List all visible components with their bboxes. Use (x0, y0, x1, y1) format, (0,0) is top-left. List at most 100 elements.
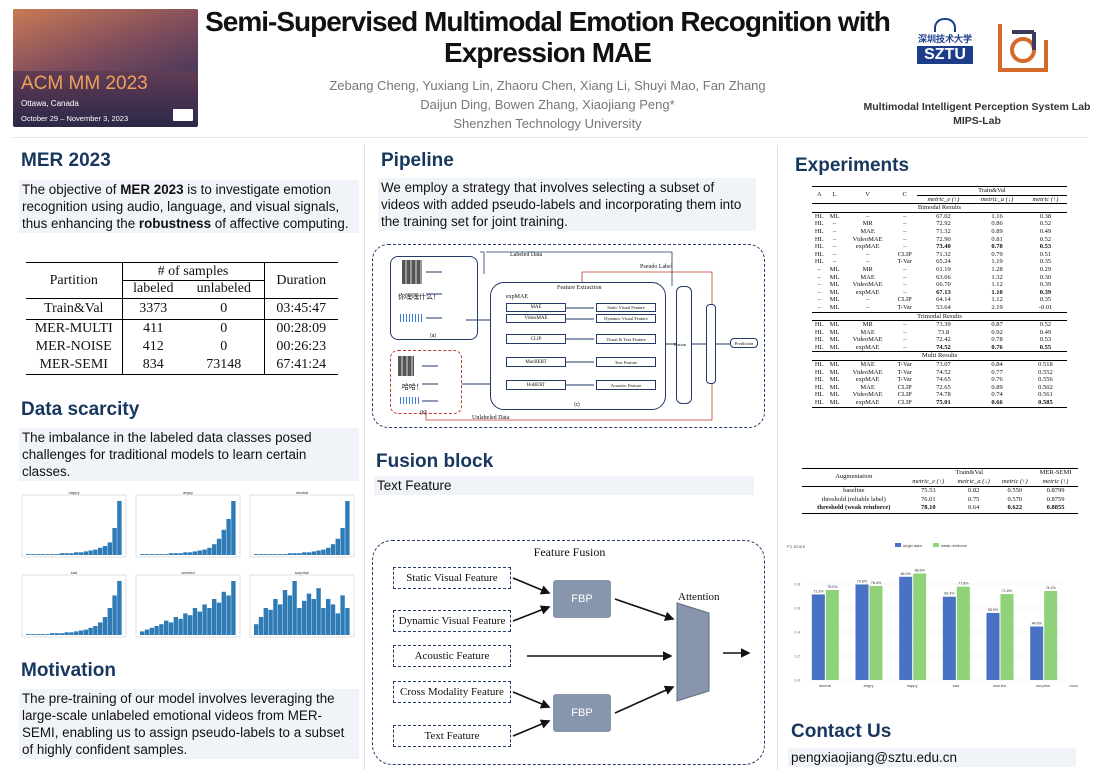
table-cell: ML (829, 288, 840, 296)
results-table-wrap: A L V C Train&Val metric_e (↑) metric_a … (812, 186, 1067, 408)
th-aug-trainval: Train&Val (955, 469, 984, 476)
table-cell: HL (814, 361, 824, 369)
affiliation: Shenzhen Technology University (453, 116, 642, 131)
table-cell: ML (829, 336, 840, 344)
histogram-bar (292, 553, 297, 555)
table-cell: 75.53 (920, 487, 936, 494)
university-logo-cn: 深圳技术大学 (917, 34, 972, 44)
histogram-bar (59, 553, 64, 555)
mips-lab-logo-icon (992, 18, 1054, 78)
table-cell: – (903, 243, 907, 251)
fbp-block-top: FBP (553, 580, 611, 618)
histogram-bar (340, 595, 345, 635)
header-divider (13, 137, 1088, 138)
table-cell: 65.24 (936, 258, 951, 266)
table-cell: CLIP (897, 399, 912, 407)
contact-email[interactable]: pengxiaojiang@sztu.edu.cn (788, 748, 1076, 767)
histogram-bar (297, 553, 302, 555)
mer-text-1: The objective of (22, 182, 121, 197)
video-frames-icon (402, 260, 422, 284)
histogram-bar (35, 634, 40, 635)
table-cell: HL (814, 376, 824, 384)
poster-title-line2: Expression MAE (444, 37, 652, 68)
table-cell: 0.561 (1038, 391, 1053, 399)
y-axis-label: F1 Score (787, 544, 806, 549)
histogram-bar (345, 501, 350, 555)
histogram-bar (78, 630, 84, 635)
histogram-bar (173, 553, 178, 555)
histogram-bar (102, 546, 108, 555)
table-cell: ML (829, 361, 840, 369)
histogram-bar (64, 632, 69, 635)
table-cell: ML (829, 265, 840, 273)
histogram-bar (302, 552, 307, 555)
table-cell: – (903, 227, 907, 235)
histogram-bar (335, 613, 340, 635)
table-cell: T-Var (897, 361, 912, 369)
histogram-title: surprise (295, 570, 310, 575)
encoder-mae: MAE (506, 303, 566, 312)
histogram-bar (212, 544, 217, 555)
table-cell: 0.52 (1039, 235, 1052, 243)
histogram-bar (50, 633, 55, 635)
bar-angry-0 (855, 584, 869, 680)
table-cell: 73.39 (936, 321, 951, 329)
pipeline-arrows (422, 251, 730, 421)
section-header-row: Trimodal Results (812, 312, 1067, 321)
lab-short: MIPS-Lab (953, 115, 1001, 127)
fbp-block-bottom: FBP (553, 694, 611, 732)
mer-text-3: of affective computing. (211, 216, 349, 231)
histogram-bar (178, 553, 183, 555)
table-cell: – (866, 212, 870, 220)
histogram-bar (282, 590, 288, 635)
histogram-title: sad (71, 570, 77, 575)
table-cell: HL (814, 235, 824, 243)
histogram-bar (83, 551, 88, 555)
histogram-bar (226, 519, 231, 555)
table-cell: VideoMAE (852, 391, 883, 399)
feature-extraction-panel (490, 282, 666, 410)
augmentation-table: Augmentation Train&Val MER-SEMI metric_e… (802, 468, 1078, 514)
table-cell: ML (829, 376, 840, 384)
histogram-bar (107, 608, 112, 635)
histogram-bar (50, 554, 55, 555)
histogram-bar (64, 553, 69, 555)
histogram-bar (216, 602, 222, 635)
table-cell: 76.01 (920, 495, 936, 503)
motivation-description: The pre-training of our model involves l… (19, 689, 359, 759)
table-cell: 0.39 (1039, 281, 1052, 289)
table-cell: 0.66 (991, 399, 1003, 407)
histogram-title: angry (183, 490, 193, 495)
histogram-bar (263, 554, 268, 555)
table-cell: – (832, 227, 837, 235)
table-cell: – (817, 265, 821, 273)
table-cell: – (903, 265, 907, 273)
table-cell: 1.19 (991, 258, 1003, 266)
feature-fusion-diagram: Feature Fusion Static Visual Feature Dyn… (372, 540, 765, 765)
histogram-bar (273, 554, 278, 555)
table-cell: 0.82 (968, 487, 980, 494)
histogram-bar (30, 634, 36, 635)
histogram-bar (316, 550, 321, 555)
legend-swatch (933, 543, 939, 547)
histogram-bar (140, 554, 145, 555)
histogram-title: worried (181, 570, 194, 575)
histogram-bar (59, 633, 64, 635)
section-title: Multi Results (921, 352, 958, 360)
data-label: 44.6% (1032, 621, 1043, 625)
th-aug-m2: metric_a (↓) (957, 477, 990, 485)
histogram-bar (258, 554, 264, 555)
table-cell: HL (814, 391, 824, 399)
university-crest-icon (934, 18, 956, 32)
histogram-bar (292, 581, 297, 635)
table-cell: – (832, 258, 837, 266)
table-cell: 0.29 (1039, 265, 1052, 273)
histogram-bar (117, 581, 122, 635)
unlabeled-data-label: Unlabeled Data (472, 415, 510, 421)
authors-line1: Zebang Cheng, Yuxiang Lin, Zhaoru Chen, … (329, 78, 766, 93)
